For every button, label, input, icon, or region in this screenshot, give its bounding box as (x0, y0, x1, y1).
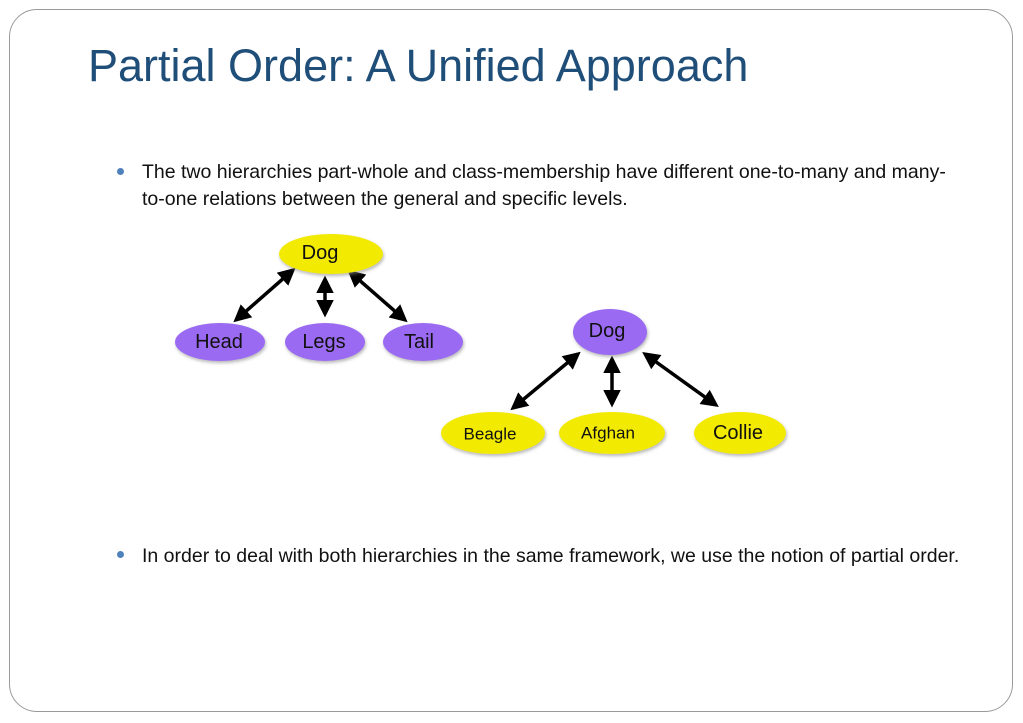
bullet-text-2: In order to deal with both hierarchies i… (142, 545, 960, 567)
part-whole-child-node-head: Head (175, 323, 265, 361)
bullet-text-1: The two hierarchies part-whole and class… (142, 161, 946, 210)
arrow-dog-head (233, 267, 296, 323)
node-label-legs: Legs (302, 331, 345, 353)
arrow-dog-tail (347, 269, 408, 323)
part-whole-arrows (233, 267, 408, 323)
arrow-dog-beagle (510, 351, 581, 411)
node-label-beagle: Beagle (464, 425, 517, 444)
bullet-dot-2 (117, 551, 124, 558)
node-label-dog-2: Dog (589, 320, 626, 342)
node-label-collie: Collie (713, 422, 763, 444)
bullet-dot-1 (117, 168, 124, 175)
node-label-afghan: Afghan (581, 424, 635, 443)
class-membership-child-node-beagle: Beagle (441, 412, 545, 454)
node-label-tail: Tail (404, 331, 434, 353)
slide-title: Partial Order: A Unified Approach (88, 40, 749, 91)
class-membership-arrows (510, 351, 719, 411)
node-label-dog-1: Dog (302, 242, 339, 264)
class-membership-child-node-collie: Collie (694, 412, 786, 454)
node-label-head: Head (195, 331, 243, 353)
class-membership-root-node: Dog (573, 309, 647, 355)
class-membership-child-node-afghan: Afghan (559, 412, 665, 454)
arrow-dog-collie (642, 351, 719, 408)
part-whole-child-node-legs: Legs (285, 323, 365, 361)
part-whole-child-node-tail: Tail (383, 323, 463, 361)
part-whole-root-node: Dog (279, 234, 383, 274)
